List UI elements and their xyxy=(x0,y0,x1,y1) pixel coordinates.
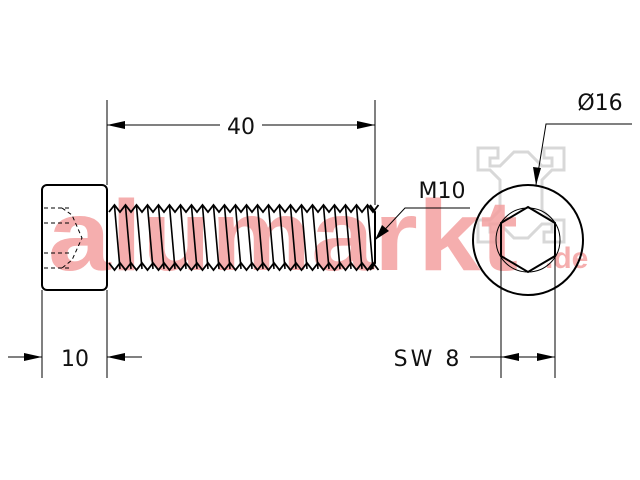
dimension-head-height: 10 xyxy=(8,290,142,378)
thread-line xyxy=(267,205,275,270)
thread-line xyxy=(289,205,297,270)
thread-line xyxy=(311,205,319,270)
thread-line xyxy=(124,205,132,270)
thread-line xyxy=(344,205,352,270)
thread-label: M10 xyxy=(419,179,466,204)
screw-head xyxy=(41,184,108,291)
thread-line xyxy=(135,205,143,270)
socket-label: SW 8 xyxy=(394,347,463,372)
thread-line xyxy=(300,205,308,270)
thread-line xyxy=(355,205,363,270)
thread-line xyxy=(366,205,374,270)
thread-line xyxy=(190,205,198,270)
thread-line xyxy=(234,205,242,270)
dimension-socket: SW 8 xyxy=(394,256,556,378)
thread-line xyxy=(146,205,154,270)
thread-line xyxy=(201,205,209,270)
diameter-callout: Ø16 xyxy=(533,91,632,186)
dimension-length: 40 xyxy=(106,100,376,205)
thread-line xyxy=(256,205,264,270)
watermark-text: alumarkt xyxy=(48,180,518,292)
screw-thread xyxy=(108,203,380,272)
thread-callout: M10 xyxy=(374,179,470,241)
socket-hidden-lines xyxy=(44,207,83,269)
thread-end-chamfer xyxy=(369,204,376,271)
thread-crest-top xyxy=(108,203,380,214)
thread-line xyxy=(212,205,220,270)
thread-line xyxy=(278,205,286,270)
thread-root-bottom xyxy=(108,261,380,272)
diameter-label: Ø16 xyxy=(577,91,622,116)
thread-line xyxy=(223,205,231,270)
thread-line xyxy=(179,205,187,270)
length-label: 40 xyxy=(227,115,255,140)
profile-logo-watermark xyxy=(476,146,566,244)
head-height-label: 10 xyxy=(61,347,89,372)
screw-end-view xyxy=(472,184,584,296)
thread-line xyxy=(245,205,253,270)
thread-line xyxy=(333,205,341,270)
thread-line xyxy=(168,205,176,270)
thread-line xyxy=(322,205,330,270)
thread-line xyxy=(157,205,165,270)
thread-line xyxy=(113,205,121,270)
